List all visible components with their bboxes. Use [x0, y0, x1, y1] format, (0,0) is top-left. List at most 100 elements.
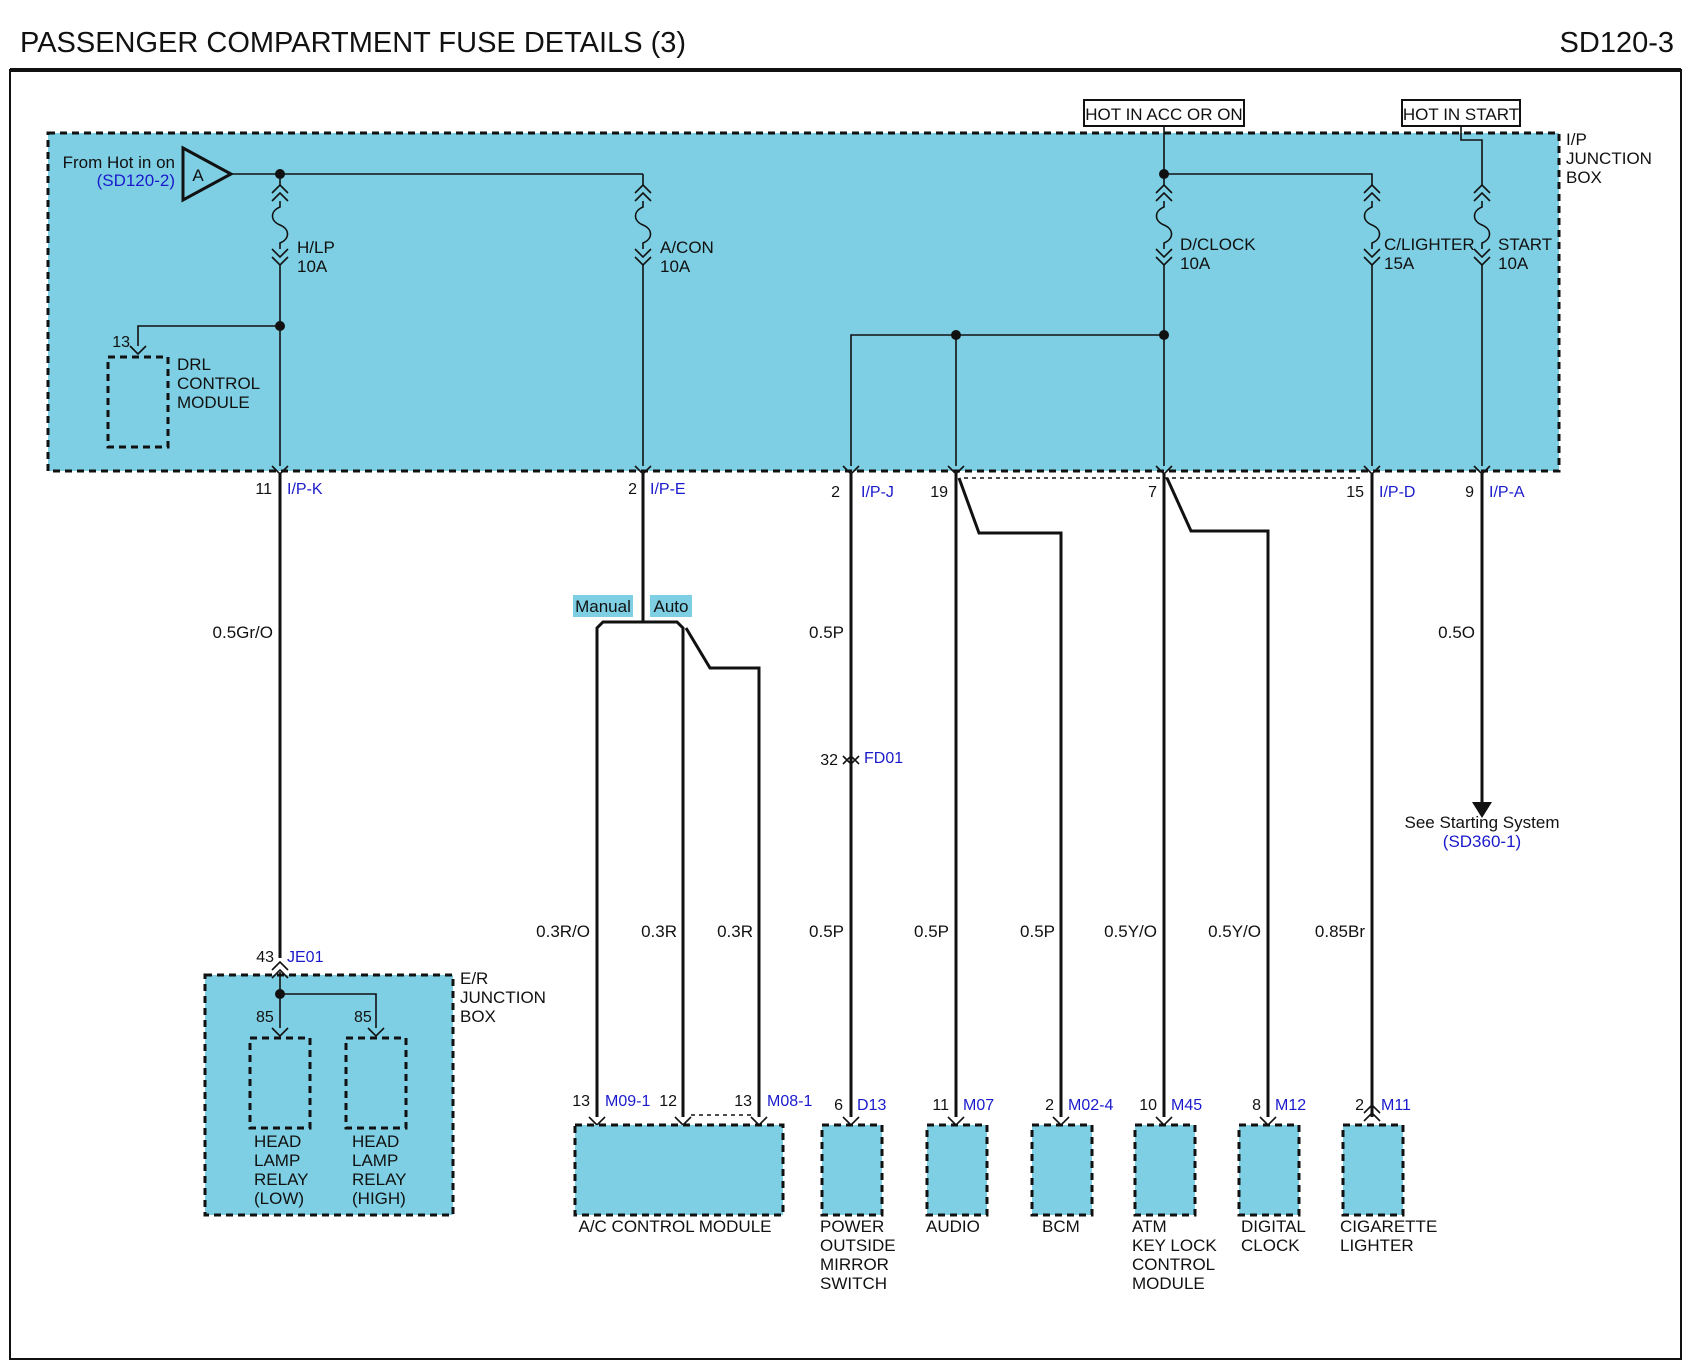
- relay-high-label-2: LAMP: [352, 1151, 398, 1170]
- conn-m12-pin: 8: [1252, 1097, 1261, 1114]
- relay-low-label-1: HEAD: [254, 1132, 301, 1151]
- wire-ac-manual: [595, 620, 643, 1117]
- fuse-acon-amp: 10A: [660, 257, 691, 276]
- drl-pin: 13: [112, 334, 130, 351]
- conn-ipe-name: I/P-E: [650, 481, 686, 498]
- wire-label-p-upper: 0.5P: [809, 623, 844, 642]
- er-box-label-1: E/R: [460, 969, 488, 988]
- conn-7-pin: 7: [1148, 484, 1157, 501]
- conn-ipj-name: I/P-J: [861, 484, 894, 501]
- er-box-label-3: BOX: [460, 1007, 496, 1026]
- hot-acc-label: HOT IN ACC OR ON: [1085, 105, 1242, 124]
- conn-je01-pin: 43: [256, 949, 274, 966]
- relay-high-box: [344, 1036, 408, 1130]
- conn-m11-name: M11: [1381, 1097, 1411, 1114]
- conn-ipd-name: I/P-D: [1379, 484, 1415, 501]
- fuse-dclock-amp: 10A: [1180, 254, 1211, 273]
- from-hot-ref: (SD120-2): [97, 171, 175, 190]
- wire-drl: [137, 325, 280, 346]
- mirror-switch-label-4: SWITCH: [820, 1274, 887, 1293]
- wire-hot-start: [1460, 126, 1483, 185]
- relay-high-pin: 85: [354, 1009, 372, 1026]
- from-hot-letter: A: [192, 166, 204, 185]
- conn-je01-icon: [271, 961, 289, 971]
- relay-high-label-4: (HIGH): [352, 1189, 406, 1208]
- conn-fd01-name: FD01: [864, 750, 903, 767]
- mirror-switch-label-2: OUTSIDE: [820, 1236, 896, 1255]
- conn-ipj-pin: 2: [831, 484, 840, 501]
- starting-ref-label: See Starting System: [1405, 813, 1560, 832]
- wire-label-p-audio: 0.5P: [914, 922, 949, 941]
- fuse-start-name: START: [1498, 235, 1552, 254]
- hot-start-box: [1401, 99, 1521, 127]
- atm-label-1: ATM: [1132, 1217, 1167, 1236]
- starting-ref-code: (SD360-1): [1443, 832, 1521, 851]
- from-hot-label: From Hot in on: [63, 153, 175, 172]
- conn-fd01-pin: 32: [820, 752, 838, 769]
- wire-label-y-o2: 0.5Y/O: [1208, 922, 1261, 941]
- mirror-switch-label-1: POWER: [820, 1217, 884, 1236]
- wire-clock: [1165, 477, 1270, 1117]
- from-hot-triangle-icon: [181, 145, 235, 203]
- relay-low-box: [248, 1036, 312, 1130]
- wire-label-p-mirror: 0.5P: [809, 922, 844, 941]
- start-arrow-icon: [1472, 802, 1492, 818]
- fuse-clighter-name: C/LIGHTER: [1384, 235, 1475, 254]
- ip-box-label-1: I/P: [1566, 130, 1587, 149]
- ip-box-label-3: BOX: [1566, 168, 1602, 187]
- wire-label-br: 0.85Br: [1315, 922, 1365, 941]
- audio-label: AUDIO: [926, 1217, 980, 1236]
- fuse-acon-name: A/CON: [660, 238, 714, 257]
- mirror-switch-box: [820, 1123, 884, 1217]
- wire-label-r2: 0.3R: [717, 922, 753, 941]
- conn-ipk-name: I/P-K: [287, 481, 323, 498]
- conn-m45-pin: 10: [1139, 1097, 1157, 1114]
- conn-m07-pin: 11: [932, 1097, 949, 1114]
- clock-label-1: DIGITAL: [1241, 1217, 1306, 1236]
- conn-m081-name: M08-1: [767, 1093, 812, 1110]
- conn-m12-name: M12: [1275, 1097, 1306, 1114]
- wire-label-o: 0.5O: [1438, 623, 1475, 642]
- wire-label-gr-o: 0.5Gr/O: [213, 623, 273, 642]
- relay-low-label-4: (LOW): [254, 1189, 304, 1208]
- ip-box-label-2: JUNCTION: [1566, 149, 1652, 168]
- fuse-start-amp: 10A: [1498, 254, 1529, 273]
- fuse-hlp-amp: 10A: [297, 257, 328, 276]
- wire-ac-auto: [643, 620, 685, 1117]
- audio-box: [925, 1123, 989, 1217]
- drl-label-3: MODULE: [177, 393, 250, 412]
- conn-ipk-pin: 11: [255, 481, 272, 498]
- hot-acc-box: [1083, 99, 1245, 127]
- page-title: PASSENGER COMPARTMENT FUSE DETAILS (3): [20, 27, 686, 59]
- relay-high-label-3: RELAY: [352, 1170, 407, 1189]
- drl-label-2: CONTROL: [177, 374, 260, 393]
- wire-acc-bus: [1164, 173, 1373, 185]
- conn-m081a-pin: 12: [659, 1093, 677, 1110]
- conn-ipa-pin: 9: [1465, 484, 1474, 501]
- conn-ipd-pin: 15: [1346, 484, 1364, 501]
- fuse-dclock-name: D/CLOCK: [1180, 235, 1256, 254]
- ac-control-module-label: A/C CONTROL MODULE: [578, 1217, 771, 1236]
- mirror-switch-label-3: MIRROR: [820, 1255, 889, 1274]
- option-manual-box: [573, 595, 633, 617]
- digital-clock-box: [1237, 1123, 1301, 1217]
- atm-label-4: MODULE: [1132, 1274, 1205, 1293]
- ip-junction-box: [46, 131, 1561, 473]
- bcm-label: BCM: [1042, 1217, 1080, 1236]
- er-box-label-2: JUNCTION: [460, 988, 546, 1007]
- ac-control-module-box: [573, 1123, 785, 1217]
- fuse-hlp-name: H/LP: [297, 238, 335, 257]
- atm-key-lock-box: [1133, 1123, 1197, 1217]
- conn-m091-pin: 13: [572, 1093, 590, 1110]
- wire-label-p-bcm: 0.5P: [1020, 922, 1055, 941]
- option-manual-label: Manual: [575, 597, 631, 616]
- drl-label-1: DRL: [177, 355, 211, 374]
- option-auto-box: [650, 595, 692, 617]
- clock-label-2: CLOCK: [1241, 1236, 1300, 1255]
- conn-je01-name: JE01: [287, 949, 324, 966]
- cigarette-lighter-box: [1341, 1123, 1405, 1217]
- wire-bcm: [957, 477, 1063, 1117]
- atm-label-3: CONTROL: [1132, 1255, 1215, 1274]
- relay-low-label-2: LAMP: [254, 1151, 300, 1170]
